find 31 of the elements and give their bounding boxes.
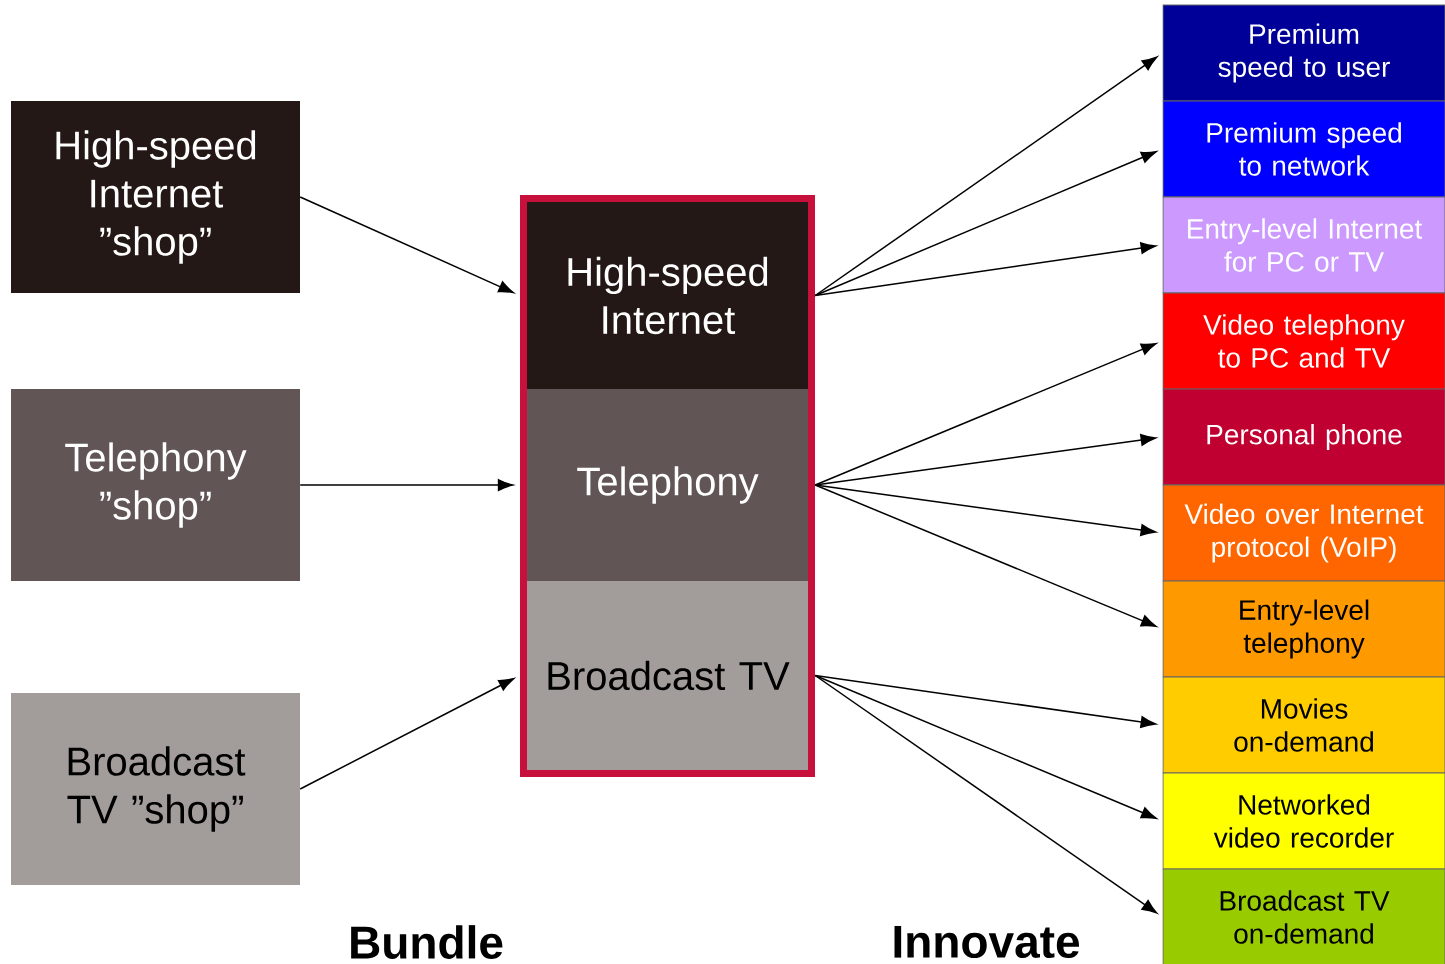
section-heading: Innovate <box>894 925 1080 959</box>
arrow <box>814 484 1157 627</box>
innovation-box: Video telephony to PC and TV <box>1162 292 1445 390</box>
arrow <box>814 56 1158 297</box>
service-box: Telephony <box>527 389 808 581</box>
innovation-box: Movies on-demand <box>1162 676 1445 774</box>
innovation-box: Entry-level telephony <box>1162 580 1445 678</box>
innovation-box: Premium speed to user <box>1162 4 1445 102</box>
innovation-box: Networked video recorder <box>1162 772 1445 870</box>
shop-box: High-speed Internet ”shop” <box>11 101 300 293</box>
innovation-box: Personal phone <box>1162 388 1445 486</box>
innovation-box: Broadcast TV on-demand <box>1162 868 1445 964</box>
arrow <box>814 151 1157 297</box>
bundle-frame <box>520 195 815 777</box>
innovation-box: Entry-level Internet for PC or TV <box>1162 196 1445 294</box>
section-heading: Bundle <box>351 925 503 959</box>
service-box: High-speed Internet <box>527 202 808 389</box>
innovation-box: Video over Internet protocol (VoIP) <box>1162 484 1445 582</box>
arrow <box>814 674 1157 728</box>
service-box: Broadcast TV <box>527 581 808 770</box>
arrow <box>299 479 514 491</box>
arrow <box>299 678 515 790</box>
arrow <box>814 674 1158 914</box>
arrow <box>814 434 1157 486</box>
shop-box: Telephony ”shop” <box>11 389 300 581</box>
arrow <box>814 242 1157 297</box>
arrow <box>814 343 1157 486</box>
shop-box: Broadcast TV ”shop” <box>11 693 300 885</box>
innovation-box: Premium speed to network <box>1162 100 1445 198</box>
arrow <box>814 484 1157 536</box>
arrow <box>299 196 514 294</box>
